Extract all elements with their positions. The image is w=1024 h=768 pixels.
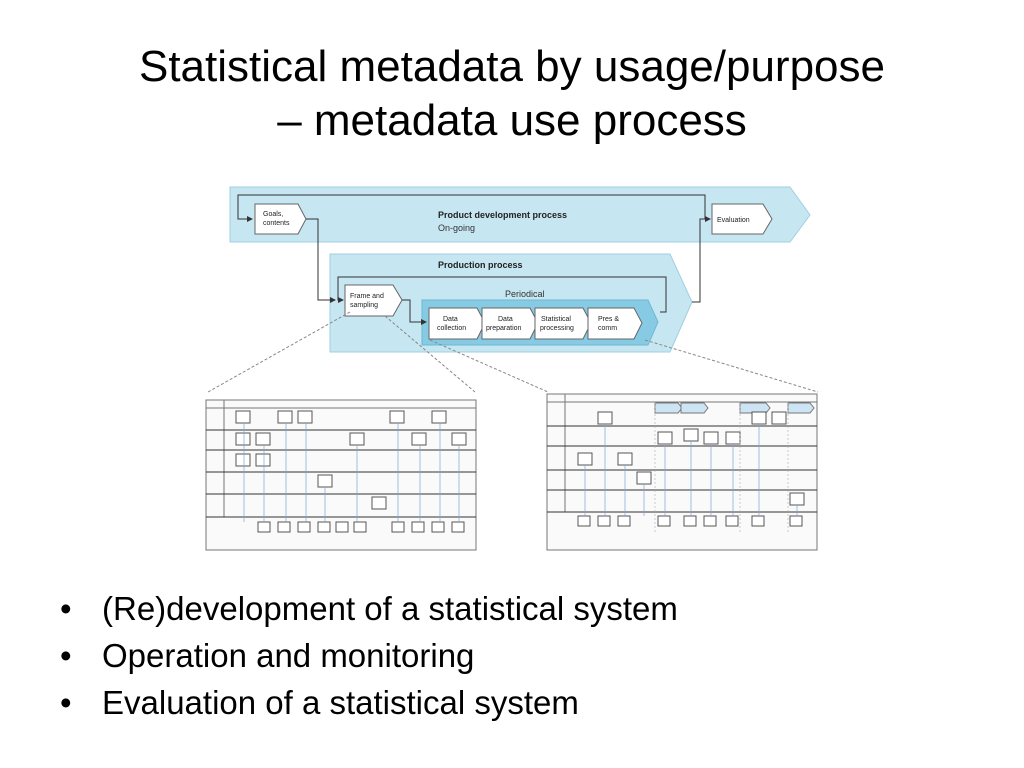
step-1-label-2: collection <box>437 325 466 332</box>
step-4-label-1: Pres & <box>598 316 619 323</box>
evaluation-label: Evaluation <box>717 217 750 224</box>
detail-swimlane-left <box>205 399 477 551</box>
zoom-line-3 <box>429 339 549 393</box>
step-3-label-2: processing <box>540 325 574 332</box>
title-line-2: – metadata use process <box>277 96 747 145</box>
product-development-band <box>229 186 811 243</box>
evaluation-box <box>711 203 773 235</box>
production-to-evaluation-connector <box>692 216 711 303</box>
goals-to-frame-connector <box>306 218 336 303</box>
bullet-list: (Re)development of a statistical system … <box>58 585 678 726</box>
step-data-collection: Data collection <box>428 307 486 340</box>
step-pres-comm: Pres & comm <box>587 307 643 340</box>
process-diagram-svg: Product development process On-going Goa… <box>205 186 819 551</box>
goals-contents-box <box>254 203 307 235</box>
step-1-label-1: Data <box>443 316 458 323</box>
step-data-preparation: Data preparation <box>481 307 539 340</box>
step-2-label-2: preparation <box>486 325 522 332</box>
product-band-subtitle: On-going <box>438 223 475 233</box>
step-2-label-1: Data <box>498 316 513 323</box>
production-band-title: Production process <box>438 260 523 270</box>
frame-to-steps-connector <box>402 299 427 325</box>
bullet-item: Evaluation of a statistical system <box>58 679 678 726</box>
frame-sampling-box <box>344 284 403 317</box>
title-line-1: Statistical metadata by usage/purpose <box>138 42 885 91</box>
process-diagram: Product development process On-going Goa… <box>200 182 825 552</box>
bullet-item: Operation and monitoring <box>58 632 678 679</box>
production-loop-connector <box>337 276 667 313</box>
detail-swimlane-right <box>546 393 818 551</box>
bullet-item: (Re)development of a statistical system <box>58 585 678 632</box>
slide-title: Statistical metadata by usage/purpose – … <box>0 40 1024 148</box>
step-statistical-processing: Statistical processing <box>534 307 592 340</box>
product-band-title: Product development process <box>438 210 567 220</box>
goals-contents-label-1: Goals, <box>263 211 283 218</box>
step-3-label-1: Statistical <box>541 316 571 323</box>
zoom-line-1 <box>207 311 351 393</box>
zoom-line-4 <box>644 339 819 393</box>
frame-sampling-label-1: Frame and <box>350 293 384 300</box>
goals-contents-label-2: contents <box>263 220 290 227</box>
step-4-label-2: comm <box>598 325 617 332</box>
frame-sampling-label-2: sampling <box>350 302 378 309</box>
production-band-subtitle: Periodical <box>505 289 545 299</box>
